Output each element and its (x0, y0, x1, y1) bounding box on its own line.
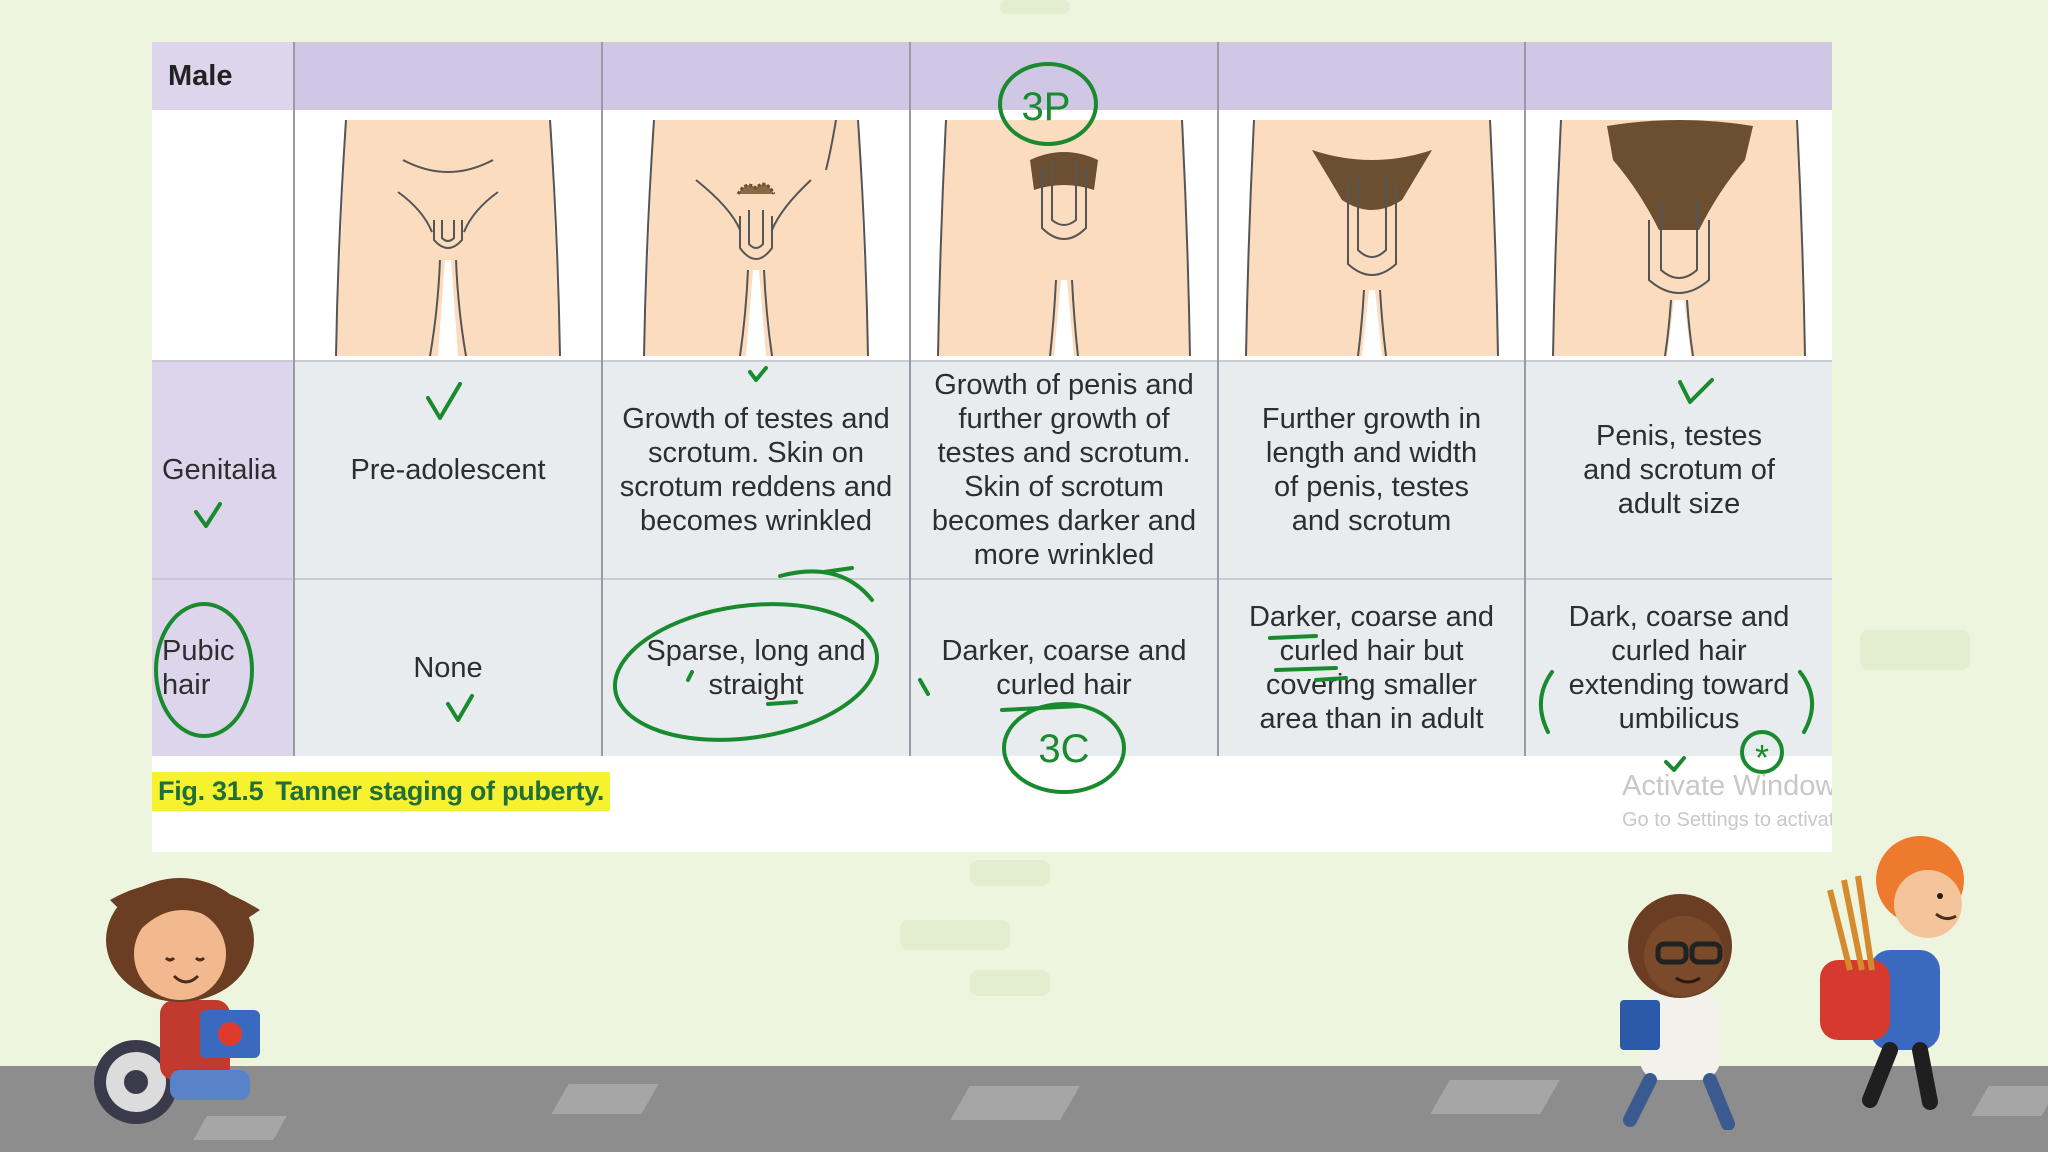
cell-text: Dark, coarse and curled hair extending t… (1568, 601, 1790, 735)
pubic-hair-row-label: Pubic hair (152, 578, 294, 756)
pubic-hair-stage-5: Dark, coarse and curled hair extending t… (1524, 578, 1832, 756)
background-blob (1000, 0, 1070, 14)
boy-glasses-character (1620, 894, 1735, 1130)
pubic-hair-stage-2: Sparse, long and straight (601, 578, 910, 756)
stage-1-illustration (293, 110, 602, 361)
genitalia-row: Genitalia Pre-adolescent Growth of teste… (152, 360, 1832, 579)
girl-wheelchair-character (94, 878, 260, 1124)
tanner-figure: Male (152, 42, 1832, 852)
header-cell (601, 42, 910, 110)
pubic-hair-row: Pubic hair None Sparse, long and straigh… (152, 578, 1832, 756)
cell-text: Darker, coarse and curled hair (941, 635, 1187, 701)
pubic-hair-stage-1: None (293, 578, 602, 756)
illustration-label-cell (152, 110, 294, 361)
figure-caption-text: Tanner staging of puberty. (275, 776, 605, 806)
stage-5-illustration (1524, 110, 1832, 361)
background-blob (900, 920, 1010, 950)
header-cell (1524, 42, 1832, 110)
cell-text: Growth of testes and scrotum. Skin on sc… (619, 403, 893, 537)
genitalia-row-label: Genitalia (152, 360, 294, 579)
cell-text: Growth of penis and further growth of te… (931, 369, 1197, 571)
genitalia-stage-4: Further growth in length and width of pe… (1217, 360, 1525, 579)
genitalia-stage-2: Growth of testes and scrotum. Skin on sc… (601, 360, 910, 579)
pubic-hair-stage-3: Darker, coarse and curled hair (909, 578, 1218, 756)
tanner-table: Male (152, 42, 1832, 756)
background-blob (970, 860, 1050, 886)
header-cell (1217, 42, 1525, 110)
stage-4-illustration (1217, 110, 1525, 361)
header-cell (293, 42, 602, 110)
genitalia-stage-3: Growth of penis and further growth of te… (909, 360, 1218, 579)
genitalia-stage-5: Penis, testes and scrotum of adult size (1524, 360, 1832, 579)
background-blob (970, 970, 1050, 996)
genitalia-stage-1: Pre-adolescent (293, 360, 602, 579)
cell-text: Pre-adolescent (350, 454, 546, 486)
cell-text: Sparse, long and straight (646, 635, 866, 701)
stage-3-illustration (909, 110, 1218, 361)
redhead-boy-character (1820, 836, 1964, 1110)
pubic-hair-label-text: Pubic hair (162, 635, 235, 701)
watermark-line-1: Activate Windows (1622, 770, 1832, 802)
background-blob (1860, 630, 1970, 670)
figure-caption: Fig. 31.5 Tanner staging of puberty. (152, 772, 611, 811)
cell-text: Darker, coarse and curled hair but cover… (1248, 601, 1494, 735)
stage-2-illustration (601, 110, 910, 361)
cell-text: None (413, 652, 483, 684)
header-cell (909, 42, 1218, 110)
activate-windows-watermark: Activate Windows Go to Settings to activ… (1622, 770, 1832, 832)
illustration-row (152, 110, 1832, 361)
cell-text: Penis, testes and scrotum of adult size (1583, 420, 1775, 520)
table-header-row: Male (152, 42, 1832, 110)
cell-text: Further growth in length and width of pe… (1261, 403, 1482, 537)
watermark-line-2: Go to Settings to activate Windows. (1622, 809, 1832, 831)
figure-number: Fig. 31.5 (158, 776, 264, 806)
header-label: Male (152, 42, 294, 110)
pubic-hair-stage-4: Darker, coarse and curled hair but cover… (1217, 578, 1525, 756)
